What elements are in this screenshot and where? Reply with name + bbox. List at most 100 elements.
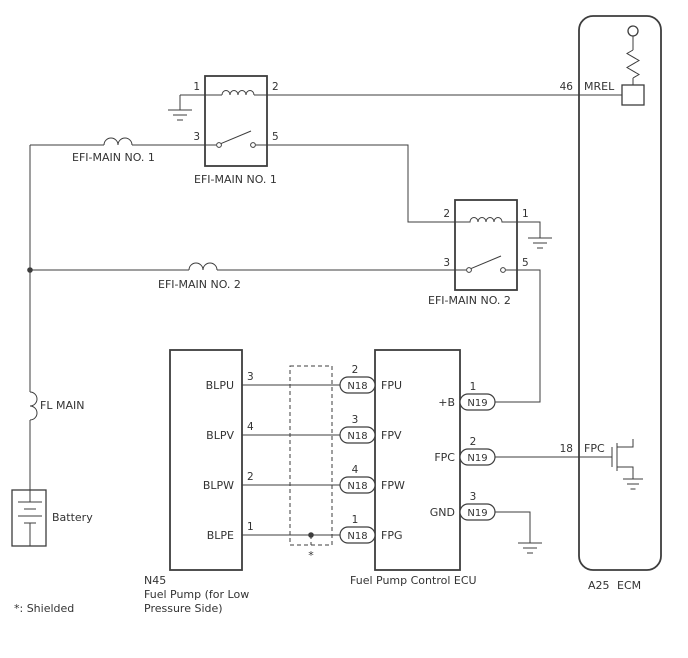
relay1-pin-1: 1 [193,81,200,93]
fuse-icon [103,137,133,146]
connector-pill-n19 [459,393,496,411]
junction-dot [27,267,33,273]
pump-pin-label: BLPU [206,379,234,392]
pump-pin-number: 2 [247,471,254,483]
wire-relay1-pin5-to-relay2-pin2 [256,144,455,223]
fuel-pump-control-ecu: N18 N18 N18 N18 2 3 4 1 FPU FPV FPW FPG … [339,349,542,587]
relay2-pin-5: 5 [522,257,529,269]
battery-label: Battery [52,511,93,524]
relay2-label: EFI-MAIN NO. 2 [428,294,511,307]
ground-icon [528,237,552,249]
contact [250,142,256,148]
ecu-pin-label: FPW [381,479,405,492]
ecu-pin-label: FPU [381,379,402,392]
connector-pill-n18 [339,476,376,494]
efi-main-relay-2: 2 1 3 5 EFI-MAIN NO. 2 [428,199,552,307]
ecm-mrel-pin-label: MREL [584,80,615,93]
fuel-pump-n45: BLPU BLPV BLPW BLPE 3 4 2 1 N45 Fuel Pum… [144,349,254,615]
fuel-pump-body [169,349,243,571]
connector-code: N18 [347,431,367,442]
relay1-pin-3: 3 [193,131,200,143]
relay2-pin-2: 2 [443,208,450,220]
ecu-pin-number: 3 [352,414,359,426]
ecm-name: ECM [617,579,641,592]
ecm-code: A25 [588,579,610,592]
wire-relay2-pin5-to-plusb [495,269,541,403]
footnote-shielded: *: Shielded [14,602,74,615]
wire-gnd-to-ground [495,511,531,543]
pump-pin-label: BLPV [206,429,234,442]
connector-pill-n18 [339,526,376,544]
pump-pin-number: 3 [247,371,254,383]
relay-coil-icon [221,90,255,96]
relay1-pin-2: 2 [272,81,279,93]
ecu-pin-label: FPV [381,429,402,442]
battery-box [11,489,47,547]
ecu-pin-label: FPC [434,451,455,464]
contact [500,267,506,273]
terminal-circle-icon [627,25,639,37]
contact [216,142,222,148]
ecu-pin-number: 4 [352,464,359,476]
connector-pill-n19 [459,448,496,466]
connector-code: N19 [467,398,487,409]
connector-code: N18 [347,531,367,542]
ecm-mrel-pin-number: 46 [560,81,574,93]
ecm-fpc-pin-label: FPC [584,442,605,455]
pump-pin-label: BLPW [203,479,234,492]
fuse-icon [29,391,38,421]
mosfet-icon [611,439,634,479]
ecm-a25: 46 MREL 18 FPC A25 ECM [560,15,662,592]
fuse-efi-main-2-label: EFI-MAIN NO. 2 [158,278,241,291]
ground-icon [168,109,192,121]
ground-icon [518,542,542,554]
shield-boundary [289,365,333,546]
driver-box-icon [621,84,645,106]
relay2-pin-3: 3 [443,257,450,269]
relay-coil-icon [455,217,517,223]
ecu-pin-number: 2 [352,364,359,376]
connector-code: N18 [347,481,367,492]
connector-pill-n19 [459,503,496,521]
shield: * [289,365,333,562]
fuel-pump-code: N45 [144,574,166,587]
ecu-pin-number: 2 [470,436,477,448]
wire-relay2-pin1-ground [517,221,541,238]
switch-blade [220,130,252,145]
fuse-efi-main-1-label: EFI-MAIN NO. 1 [72,151,155,164]
ecm-body [578,15,662,571]
connector-code: N19 [467,508,487,519]
relay-body [454,199,518,291]
ecu-pin-number: 3 [470,491,477,503]
fuse-fl-main: FL MAIN [29,391,84,421]
contact [466,267,472,273]
wires [29,94,622,543]
fuse-efi-main-2: EFI-MAIN NO. 2 [158,262,241,291]
ecu-pin-number: 1 [352,514,359,526]
relay1-label: EFI-MAIN NO. 1 [194,173,277,186]
resistor-icon [626,49,640,79]
ecu-pin-label: +B [438,396,455,409]
connector-code: N18 [347,381,367,392]
ecu-pin-number: 1 [470,381,477,393]
fl-main-label: FL MAIN [40,399,84,412]
connector-pill-n18 [339,376,376,394]
fuel-pump-name-line2: Pressure Side) [144,602,223,615]
connector-code: N19 [467,453,487,464]
pump-pin-label: BLPE [207,529,234,542]
fuse-icon [188,262,218,271]
efi-main-relay-1: 1 2 3 5 EFI-MAIN NO. 1 [168,75,279,186]
fuse-efi-main-1: EFI-MAIN NO. 1 [72,137,155,164]
relay-body [204,75,268,167]
mosfet-source [617,466,634,479]
ecu-pin-label: FPG [381,529,402,542]
relay2-pin-1: 1 [522,208,529,220]
relay1-pin-5: 5 [272,131,279,143]
connector-pill-n18 [339,426,376,444]
battery-icon [18,490,42,546]
relay-switch-icon [216,130,256,148]
shield-asterisk: * [308,549,314,562]
ecm-fpc-pin-number: 18 [560,443,573,455]
